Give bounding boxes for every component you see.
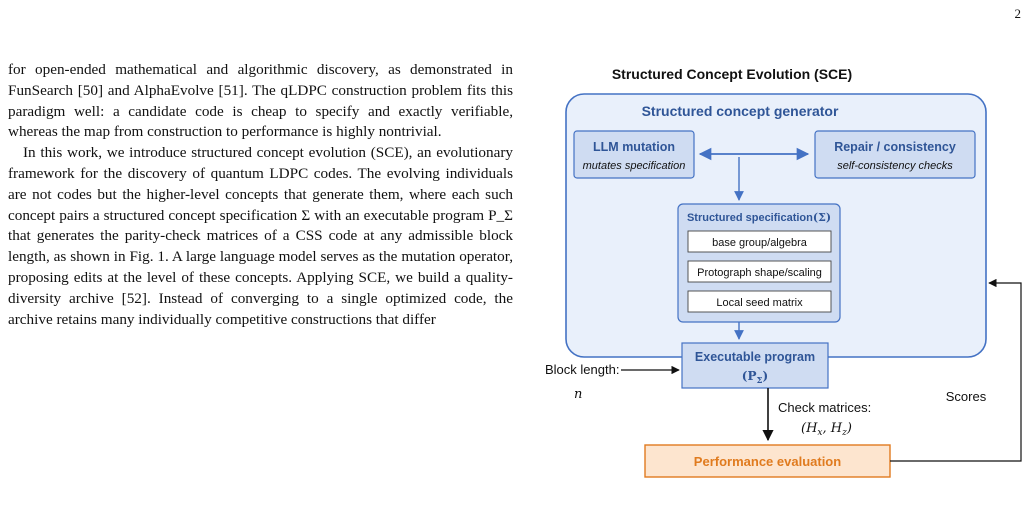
check-matrices-vars: (Hx, Hz) (801, 421, 852, 438)
spec-item-box-2 (687, 260, 832, 283)
generator-label: Structured concept generator (642, 103, 839, 119)
figure-title: Structured Concept Evolution (SCE) (612, 66, 852, 82)
check-matrices-label: Check matrices: (778, 400, 871, 415)
llm-mutation-title: LLM mutation (593, 140, 675, 154)
executable-program-box (681, 342, 829, 389)
repair-subtitle: self-consistency checks (837, 160, 953, 172)
block-length-label: Block length: (545, 362, 619, 377)
llm-mutation-box (573, 130, 695, 179)
figure-1-sce-diagram: Structured Concept Evolution (SCE) Struc… (530, 55, 1025, 510)
block-length-var: n (574, 387, 582, 402)
spec-item-box-1 (687, 230, 832, 253)
spec-item-1: base group/algebra (712, 237, 808, 249)
performance-evaluation-label: Performance evaluation (694, 454, 841, 469)
spec-item-3: Local seed matrix (716, 297, 803, 309)
page-number: 2 (1014, 6, 1022, 21)
program-title: Executable program (695, 350, 815, 364)
spec-item-box-3 (687, 290, 832, 313)
paragraph-intro-sce: In this work, we introduce structured co… (8, 144, 513, 328)
spec-title: Structured specification(Σ) (687, 211, 831, 224)
paragraph-continuation: for open-ended mathematical and algorith… (8, 61, 513, 141)
llm-mutation-subtitle: mutates specification (583, 160, 686, 172)
repair-consistency-box (814, 130, 976, 179)
spec-item-2: Protograph shape/scaling (697, 267, 822, 279)
scores-label: Scores (946, 389, 987, 404)
program-symbol: (PΣ) (742, 369, 768, 386)
scores-feedback-arrow (890, 278, 1022, 462)
performance-evaluation-box (644, 444, 891, 478)
left-text-column: for open-ended mathematical and algorith… (8, 60, 513, 330)
repair-title: Repair / consistency (834, 140, 956, 154)
